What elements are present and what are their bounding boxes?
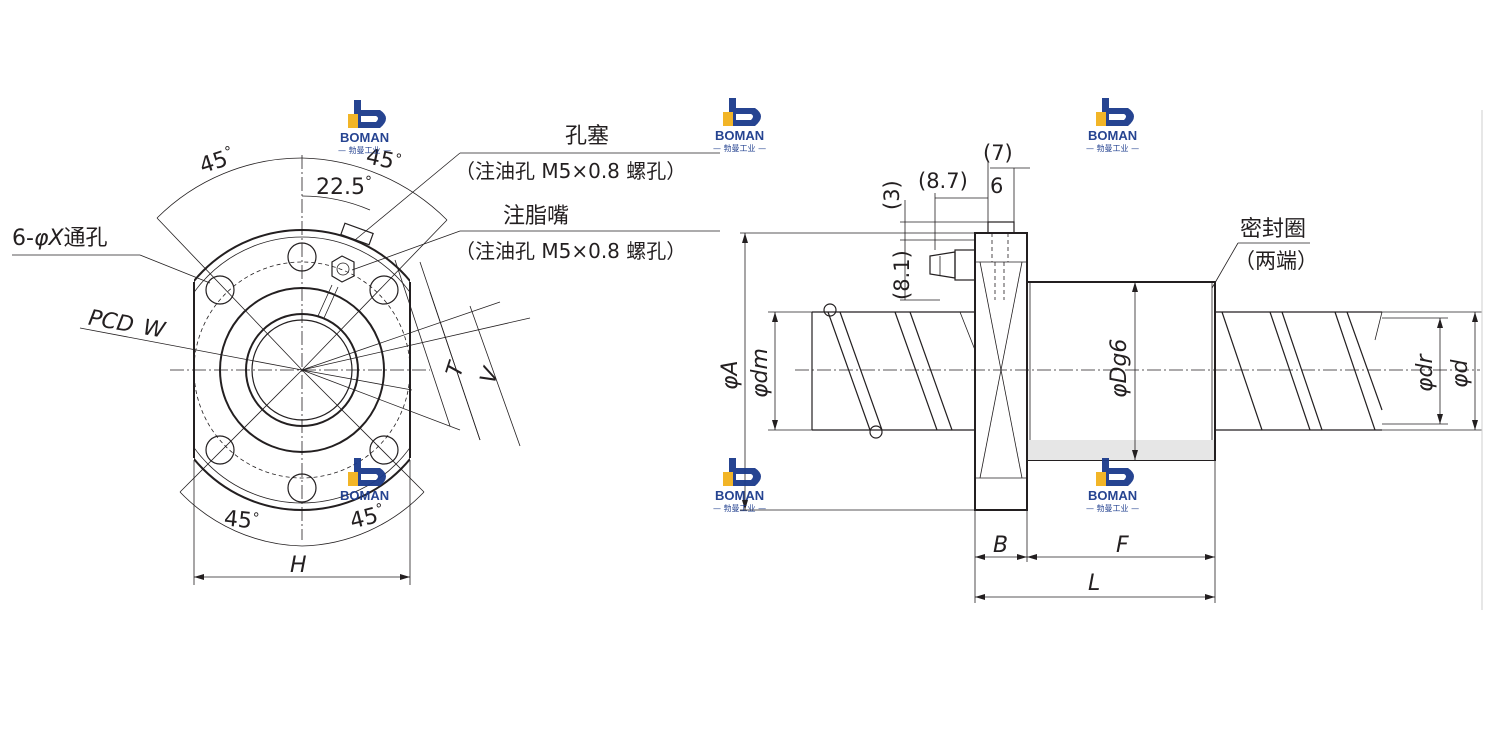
angle-label-top-right: 45° [364,144,403,176]
svg-text:— 勃曼工业 —: — 勃曼工业 — [713,503,766,513]
svg-text:— 勃曼工业 —: — 勃曼工业 — [338,145,391,155]
plug-title: 孔塞 [565,124,609,149]
seal-note: （两端） [1234,249,1318,273]
nipple-note: （注油孔 M5×0.8 螺孔） [455,239,686,263]
svg-text:BOMAN: BOMAN [340,130,389,145]
b-label: B [993,533,1008,558]
t-label: T [442,358,470,380]
nut-body-circle [219,287,385,453]
plug-side [987,221,1015,234]
thread-left [823,303,976,439]
nipple-title: 注脂嘴 [503,204,569,229]
dim-8-7-label: (8.7) [918,169,968,193]
phi-dg6-label: φDg6 [1107,339,1132,398]
angle-label-bottom-right: 45° [347,501,387,535]
bore-inner-circle [251,319,353,421]
f-label: F [1116,533,1129,558]
hole [205,435,235,465]
angle-arc-bottom-left [179,491,303,547]
boman-logo: BOMAN — 勃曼工业 — [713,98,766,153]
svg-text:— 勃曼工业 —: — 勃曼工业 — [1086,143,1139,153]
l-label: L [1088,571,1100,596]
v-label: V [476,363,505,387]
boman-logo: BOMAN — 勃曼工业 — [1086,98,1139,153]
hole [287,242,317,272]
angle-label-bottom-left: 45° [223,506,260,535]
angle-arc-half [301,195,371,211]
angle-label-half: 22.5° [316,174,372,200]
bore-outer-circle [245,313,359,427]
thread-right [1221,311,1383,431]
seal-title: 密封圈 [1240,217,1306,242]
phi-d-label: φd [1448,358,1473,388]
side-view: (7) (8.7) 6 (3) (8.1) φA φdm φDg6 φdr φd… [718,141,1482,603]
phi-dm-label: φdm [748,348,773,398]
phi-dr-label: φdr [1413,353,1438,392]
dim-6-label: 6 [990,174,1003,198]
grease-nipple-front [317,222,374,319]
svg-text:BOMAN: BOMAN [715,488,764,503]
boman-logo: BOMAN — 勃曼工业 — [1086,458,1139,513]
svg-text:BOMAN: BOMAN [1088,488,1137,503]
angle-arc-bottom-right [301,491,425,547]
plug-note: （注油孔 M5×0.8 螺孔） [455,159,686,183]
svg-text:— 勃曼工业 —: — 勃曼工业 — [1086,503,1139,513]
angle-arc-top-left [156,157,303,219]
mounting-holes [205,242,399,503]
watermarks: BOMAN — 勃曼工业 — BOMAN — 勃曼工业 — BOMAN — 勃曼… [338,98,1139,513]
svg-text:BOMAN: BOMAN [1088,128,1137,143]
hole [205,275,235,305]
pcd-circle [193,261,411,479]
boman-logo: BOMAN — 勃曼工业 — [338,100,391,155]
boman-logo: BOMAN [340,458,389,503]
dim-7-label: (7) [983,141,1013,165]
dim-8-1-label: (8.1) [890,250,914,300]
hole [369,435,399,465]
boman-logo: BOMAN — 勃曼工业 — [713,458,766,513]
hole [369,275,399,305]
h-label: H [290,553,307,578]
hole [287,473,317,503]
grease-nipple-side [929,249,976,281]
holes-label: 6-φX通孔 [12,226,108,251]
angle-label-top-left: 45° [196,144,237,180]
phi-a-label: φA [718,360,743,390]
flange-outline [194,229,410,511]
svg-text:BOMAN: BOMAN [715,128,764,143]
dim-3-label: (3) [880,180,904,210]
svg-text:BOMAN: BOMAN [340,488,389,503]
angle-arc-top-right [301,157,448,221]
svg-text:— 勃曼工业 —: — 勃曼工业 — [713,143,766,153]
